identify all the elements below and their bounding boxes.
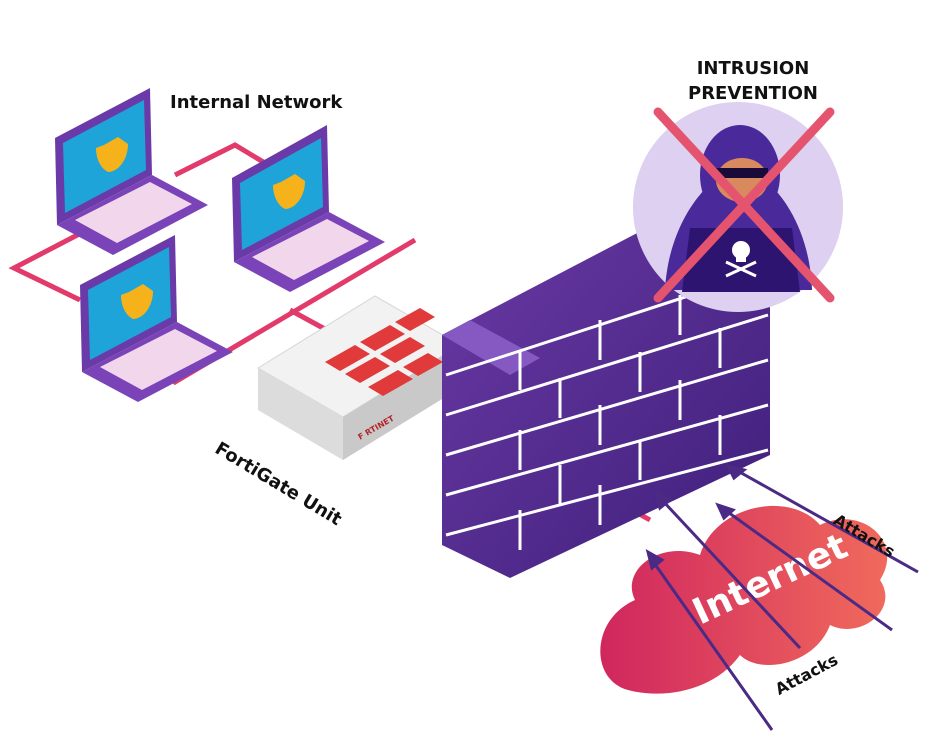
hacker-icon — [633, 102, 843, 312]
attack-arrows — [645, 463, 919, 731]
intrusion-prevention-label: INTRUSION PREVENTION — [648, 56, 858, 106]
arrow-icon — [653, 488, 802, 650]
arrow-icon — [715, 502, 893, 632]
fortigate-device-icon: F RTINET — [257, 295, 461, 460]
intrusion-prevention-line2: PREVENTION — [688, 83, 818, 104]
cross-icon — [653, 107, 835, 303]
skull-icon — [725, 241, 757, 278]
shield-icon — [121, 284, 153, 319]
arrow-icon — [645, 548, 774, 731]
laptop-icon — [232, 125, 385, 292]
internal-network-label: Internal Network — [170, 92, 343, 113]
shield-icon — [96, 137, 128, 172]
arrow-icon — [725, 463, 919, 574]
fortigate-logo — [325, 308, 443, 396]
shield-icon — [273, 174, 305, 209]
laptop-icon — [55, 88, 208, 255]
laptop-icon — [80, 235, 233, 402]
intrusion-prevention-line1: INTRUSION — [696, 58, 810, 79]
